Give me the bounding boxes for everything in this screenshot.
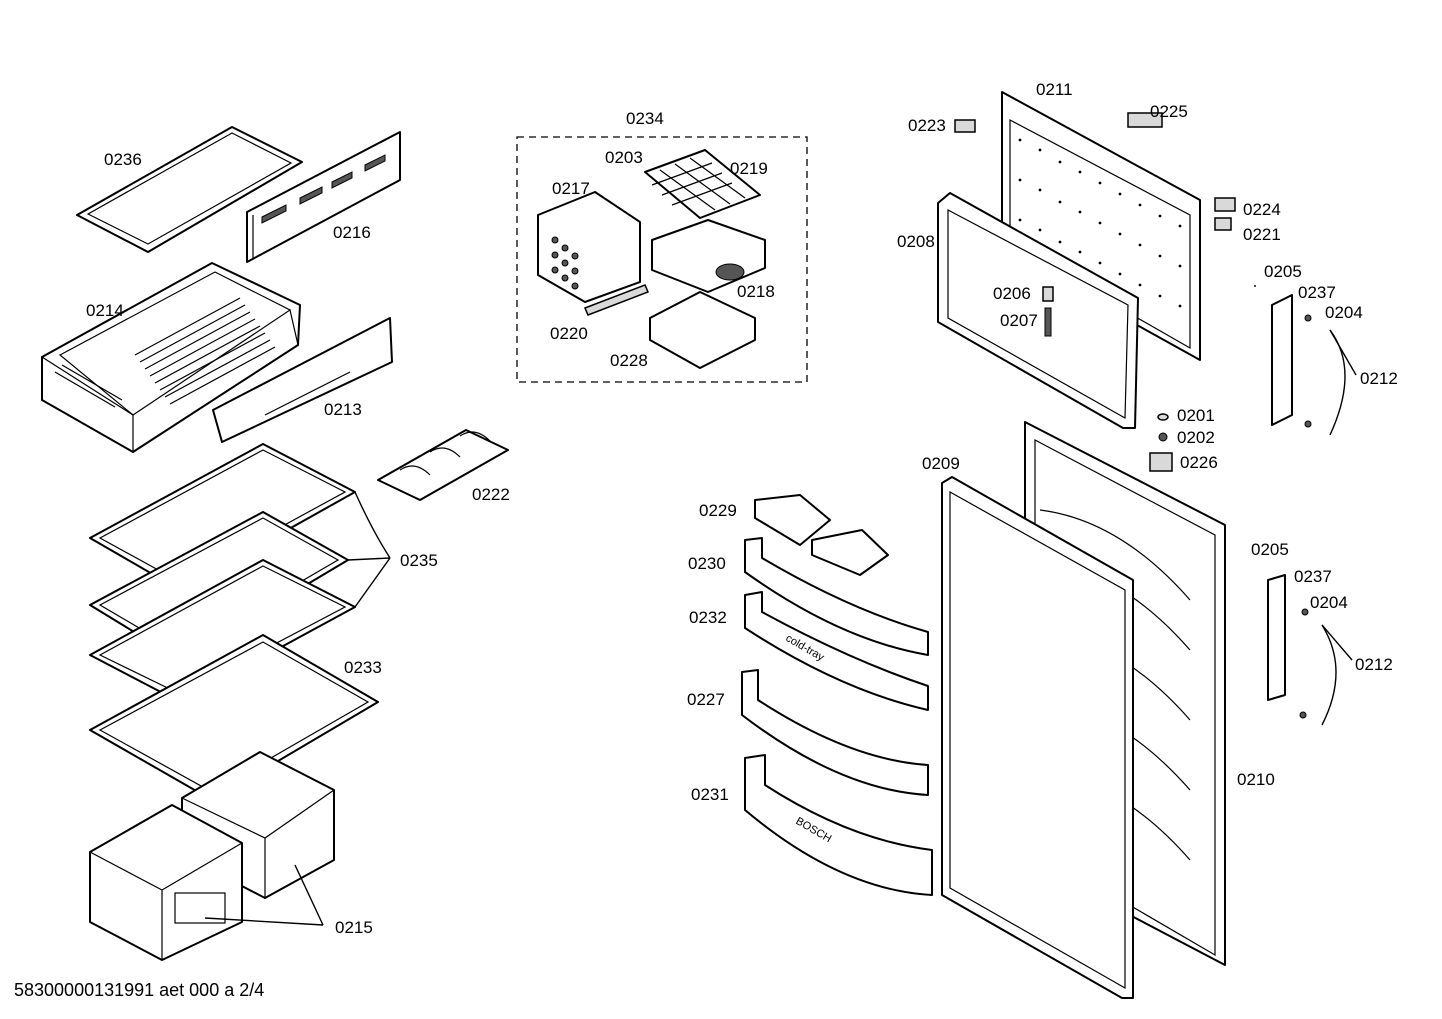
small-parts bbox=[954, 112, 1236, 472]
label-0224: 0224 bbox=[1243, 200, 1281, 219]
label-0207: 0207 bbox=[1000, 311, 1038, 330]
part-0209-gasket bbox=[941, 476, 1134, 999]
label-0236: 0236 bbox=[104, 150, 142, 169]
label-0232: 0232 bbox=[689, 608, 727, 627]
label-0228: 0228 bbox=[610, 351, 648, 370]
label-0234: 0234 bbox=[626, 109, 664, 128]
label-0214: 0214 bbox=[86, 301, 124, 320]
label-0204b: 0204 bbox=[1310, 593, 1348, 612]
label-0213: 0213 bbox=[324, 400, 362, 419]
part-0235-shelves bbox=[89, 443, 391, 703]
label-0205a: 0205 bbox=[1264, 262, 1302, 281]
label-0237b: 0237 bbox=[1294, 567, 1332, 586]
label-0215: 0215 bbox=[335, 918, 373, 937]
label-0203: 0203 bbox=[605, 148, 643, 167]
part-0216-flap bbox=[246, 131, 401, 263]
label-0218: 0218 bbox=[737, 282, 775, 301]
part-0214-freezer-tray bbox=[41, 262, 301, 453]
label-0209: 0209 bbox=[922, 454, 960, 473]
part-0208-gasket bbox=[937, 192, 1139, 429]
label-0216: 0216 bbox=[333, 223, 371, 242]
label-0212b: 0212 bbox=[1355, 655, 1393, 674]
part-labels: 0236 0216 0214 0213 0222 0235 0233 0215 … bbox=[86, 80, 1398, 937]
leader-lines bbox=[1254, 285, 1357, 661]
label-0211: 0211 bbox=[1036, 80, 1073, 99]
part-0222-egg-tray bbox=[377, 429, 509, 501]
part-0211-freezer-door bbox=[1001, 91, 1201, 361]
label-0205b: 0205 bbox=[1251, 540, 1289, 559]
label-0233: 0233 bbox=[344, 658, 382, 677]
label-0201: 0201 bbox=[1177, 406, 1215, 425]
label-0204a: 0204 bbox=[1325, 303, 1363, 322]
label-0210: 0210 bbox=[1237, 770, 1275, 789]
label-0231: 0231 bbox=[691, 785, 729, 804]
label-0223: 0223 bbox=[908, 116, 946, 135]
part-0215-crispers bbox=[89, 751, 335, 961]
label-0235: 0235 bbox=[400, 551, 438, 570]
label-0225: 0225 bbox=[1150, 102, 1188, 121]
part-0233-glass-shelf bbox=[89, 634, 379, 801]
label-0206: 0206 bbox=[993, 284, 1031, 303]
part-door-shelves: cold-tray BOSCH bbox=[741, 494, 933, 896]
label-0230: 0230 bbox=[688, 554, 726, 573]
label-0217: 0217 bbox=[552, 179, 590, 198]
label-0202: 0202 bbox=[1177, 428, 1215, 447]
label-0237a: 0237 bbox=[1298, 283, 1336, 302]
label-0208: 0208 bbox=[897, 232, 935, 251]
label-0212a: 0212 bbox=[1360, 369, 1398, 388]
label-0229: 0229 bbox=[699, 501, 737, 520]
label-0221: 0221 bbox=[1243, 225, 1281, 244]
part-0236-lid bbox=[76, 126, 303, 253]
label-0219: 0219 bbox=[730, 159, 768, 178]
group-0234-icebox bbox=[516, 136, 808, 383]
label-0222: 0222 bbox=[472, 485, 510, 504]
document-id-footer: 58300000131991 aet 000 a 2/4 bbox=[14, 980, 265, 1000]
label-0227: 0227 bbox=[687, 690, 725, 709]
part-0213-bar bbox=[212, 317, 393, 443]
part-0212-handles bbox=[1267, 294, 1346, 726]
label-0220: 0220 bbox=[550, 324, 588, 343]
label-0226: 0226 bbox=[1180, 453, 1218, 472]
